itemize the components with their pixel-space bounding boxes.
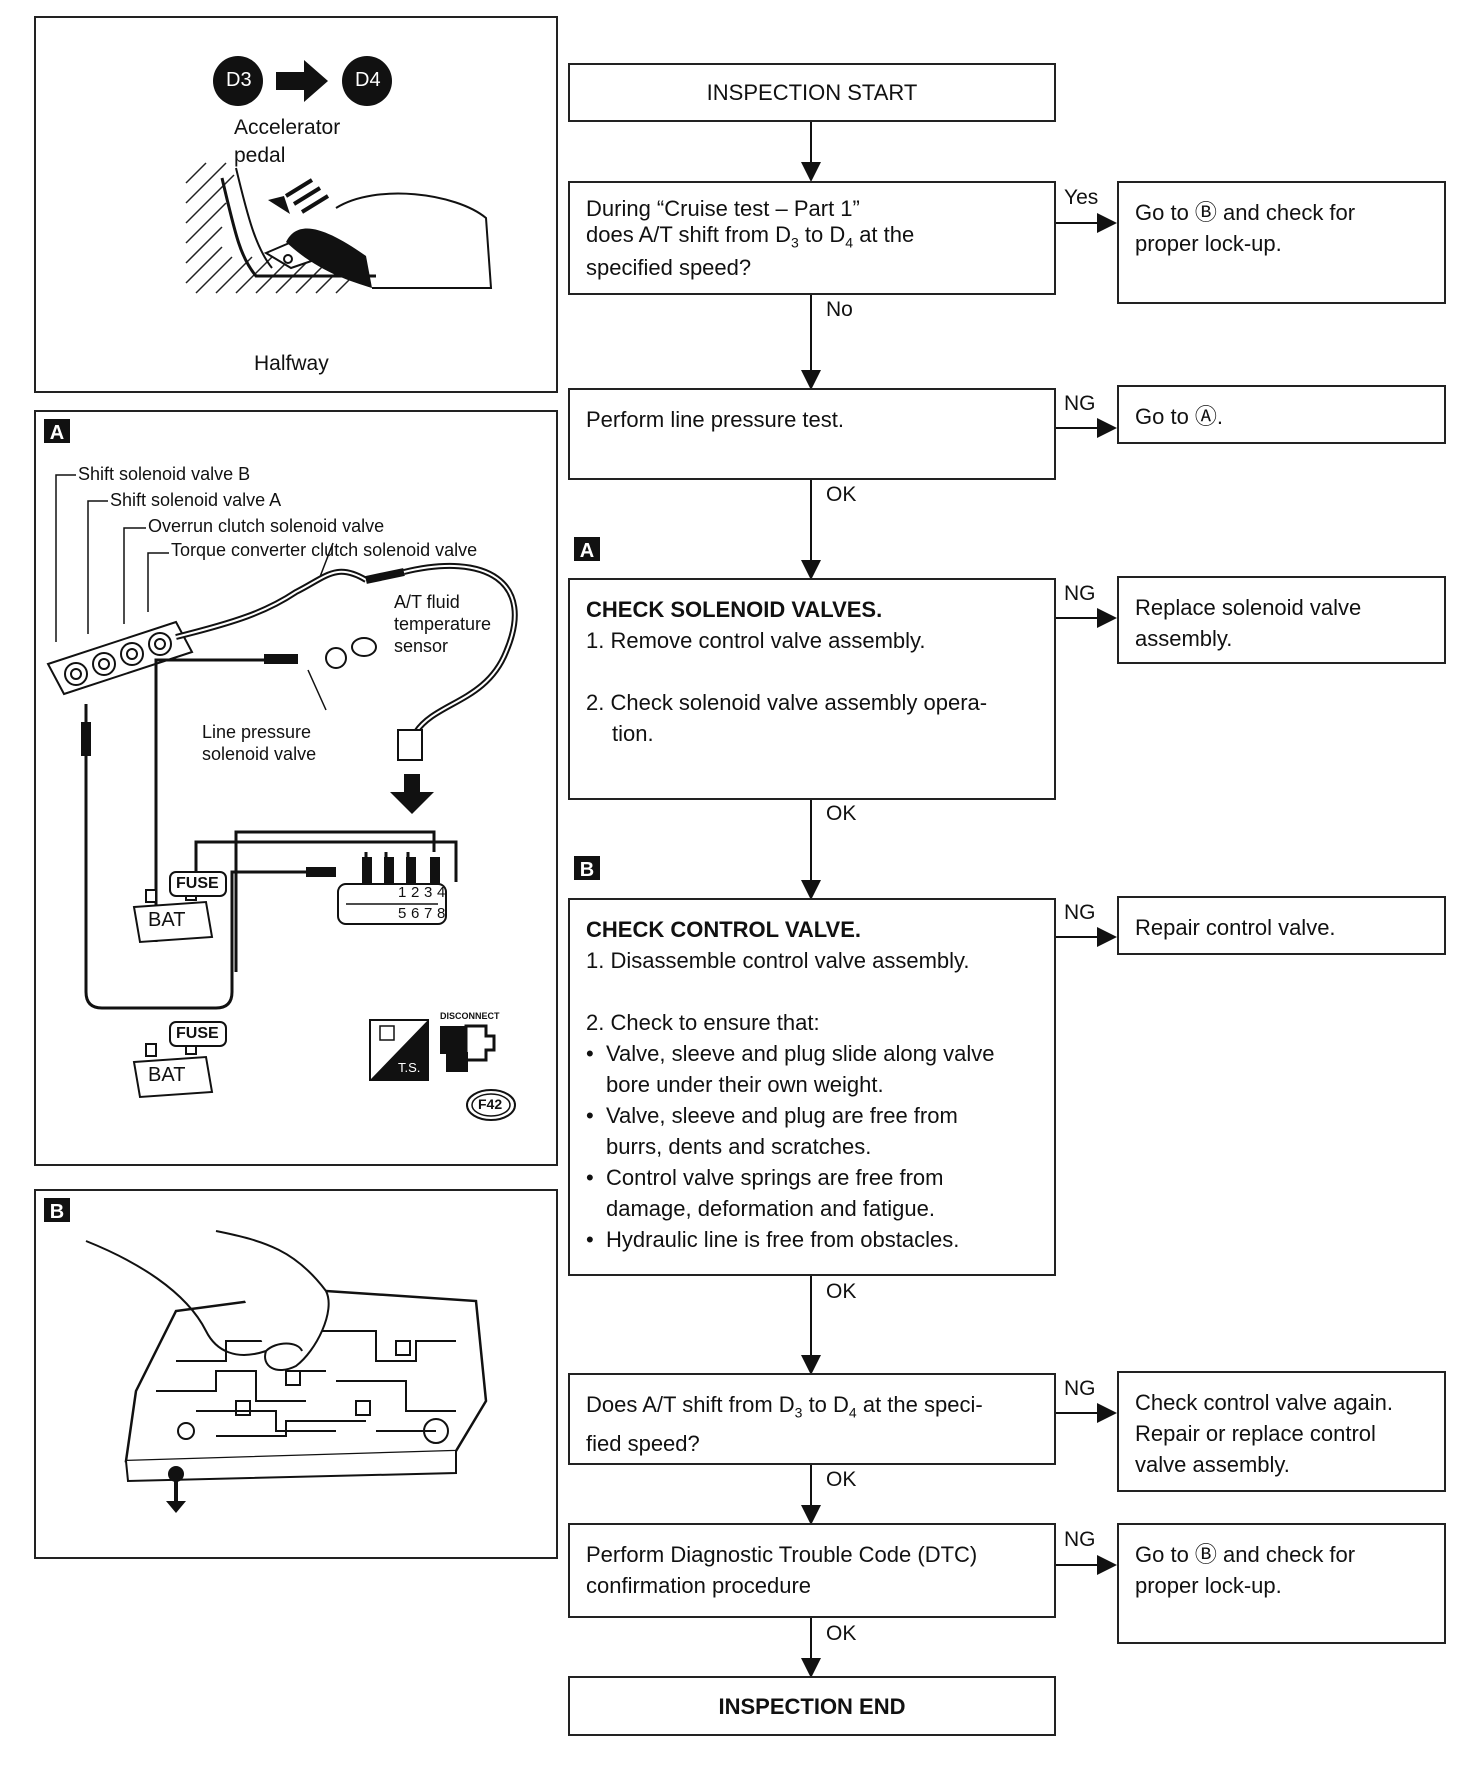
line-pressure-test-label: Perform line pressure test. [586,407,844,432]
connector-pin-1: 1 [398,884,407,901]
q2-ok-label: OK [826,1468,857,1491]
control-valve-check-4: Hydraulic line is free from obstacles. [586,1224,1038,1255]
q1-line-2: does A/T shift from D3 to D4 at the [586,222,915,251]
solenoid-step-2-cont: tion. [612,721,654,746]
line-pressure-label-2: solenoid valve [202,744,317,764]
battery-label-2: BAT [148,1064,186,1086]
solenoid-step-2: 2. Check solenoid valve assembly opera- [586,690,988,715]
dtc-line-2: confirmation procedure [586,1573,812,1598]
ts-label: T.S. [398,1060,421,1075]
d4-label: D4 [355,69,381,91]
q2-ng-label: NG [1064,1377,1096,1400]
dtc-ok-label: OK [826,1622,857,1645]
connector-pin-6: 6 [411,905,420,922]
cv-ng-result-label: Repair control valve. [1135,915,1336,940]
cv-ng-label: NG [1064,901,1096,924]
step-b-tag: B [574,856,600,881]
halfway-caption: Halfway [254,352,329,375]
sol-ng-result-line-1: Replace solenoid valve [1135,595,1362,620]
lp-ng-result-box: Go to Ⓐ. [1117,385,1446,444]
cv-ok-label: OK [826,1280,857,1303]
shift-solenoid-b-label: Shift solenoid valve B [78,464,251,484]
connector-pin-5: 5 [398,905,407,922]
sol-ng-result-line-2: assembly. [1135,626,1233,651]
q1-yes-result-line-2: proper lock-up. [1135,231,1282,256]
q1-yes-label: Yes [1064,186,1099,209]
disconnect-label: DISCONNECT [440,1011,500,1021]
step-a-tag: A [574,537,600,562]
line-pressure-label-1: Line pressure [202,722,312,742]
dtc-ng-label: NG [1064,1528,1096,1551]
panel-a-tag: A [44,419,70,444]
q2-ng-result-line-2: Repair or replace control [1135,1421,1376,1446]
dtc-line-1: Perform Diagnostic Trouble Code (DTC) [586,1542,978,1567]
shift-speed-question-box: Does A/T shift from D3 to D4 at the spec… [568,1373,1056,1465]
connector-pin-2: 2 [411,884,420,901]
dtc-ng-result-line-1: Go to Ⓑ and check for [1135,1542,1356,1567]
battery-label-1: BAT [148,909,186,931]
accelerator-label: Accelerator [234,116,341,139]
check-control-valve-title: CHECK CONTROL VALVE. [586,917,862,942]
q2-ng-result-line-1: Check control valve again. [1135,1390,1394,1415]
check-solenoid-valves-box: CHECK SOLENOID VALVES. 1. Remove control… [568,578,1056,800]
line-pressure-test-box: Perform line pressure test. [568,388,1056,480]
inspection-end-box: INSPECTION END [568,1676,1056,1736]
fluid-sensor-label-1: A/T fluid [394,592,460,612]
overrun-clutch-label: Overrun clutch solenoid valve [148,516,385,536]
wiring-figure-panel: A [34,410,558,1166]
q2-ng-result-box: Check control valve again. Repair or rep… [1117,1371,1446,1492]
lp-ok-label: OK [826,483,857,506]
shift-solenoid-a-label: Shift solenoid valve A [110,490,282,510]
control-valve-illustration [85,1230,488,1513]
q1-line-3: specified speed? [586,255,752,281]
lp-ng-result-label: Go to Ⓐ. [1135,404,1224,429]
d3-label: D3 [226,69,252,91]
fluid-sensor-label-2: temperature [394,614,492,634]
control-valve-step-2: 2. Check to ensure that: [586,1010,820,1035]
dtc-confirmation-box: Perform Diagnostic Trouble Code (DTC) co… [568,1523,1056,1618]
q1-yes-result-line-1: Go to Ⓑ and check for [1135,200,1356,225]
accelerator-figure [185,56,493,294]
inspection-end-label: INSPECTION END [718,1693,906,1719]
lp-ng-label: NG [1064,392,1096,415]
control-valve-step-1: 1. Disassemble control valve assembly. [586,948,970,973]
check-control-valve-box: CHECK CONTROL VALVE. 1. Disassemble cont… [568,898,1056,1276]
sol-ng-result-box: Replace solenoid valve assembly. [1117,576,1446,664]
control-valve-check-2: Valve, sleeve and plug are free fromburr… [586,1100,1038,1162]
dtc-ng-result-box: Go to Ⓑ and check for proper lock-up. [1117,1523,1446,1644]
panel-b-tag: B [44,1198,70,1223]
connector-pin-4: 4 [437,884,446,901]
q2-ng-result-line-3: valve assembly. [1135,1452,1290,1477]
q2-line-1: Does A/T shift from D3 to D4 at the spec… [586,1392,983,1421]
connector-pin-7: 7 [424,905,433,922]
fuse-label-1: FUSE [176,875,219,892]
sol-ng-label: NG [1064,582,1096,605]
pedal-label: pedal [234,144,286,167]
dtc-ng-result-line-2: proper lock-up. [1135,1573,1282,1598]
solenoid-wiring-diagram [46,474,518,1121]
control-valve-figure-panel: B [34,1189,558,1559]
cv-ng-result-box: Repair control valve. [1117,896,1446,955]
cruise-test-question-box: During “Cruise test – Part 1” does A/T s… [568,181,1056,295]
tcc-solenoid-label: Torque converter clutch solenoid valve [171,540,478,560]
q2-line-2: fied speed? [586,1431,700,1457]
fluid-sensor-label-3: sensor [394,636,449,656]
solenoid-step-1: 1. Remove control valve assembly. [586,628,926,653]
sol-ok-label: OK [826,802,857,825]
connector-pin-8: 8 [437,905,446,922]
control-valve-check-3: Control valve springs are free fromdamag… [586,1162,1038,1224]
inspection-start-box: INSPECTION START [568,63,1056,122]
inspection-start-label: INSPECTION START [706,80,918,105]
check-solenoid-title: CHECK SOLENOID VALVES. [586,597,883,622]
connector-pin-3: 3 [424,884,433,901]
q1-line-1: During “Cruise test – Part 1” [586,196,860,221]
q1-no-label: No [826,298,853,321]
connector-id-label: F42 [478,1096,503,1112]
fuse-label-2: FUSE [176,1025,219,1042]
q1-yes-result-box: Go to Ⓑ and check for proper lock-up. [1117,181,1446,304]
accelerator-figure-panel: D3 D4 Accelerator pedal Halfway [34,16,558,393]
control-valve-check-1: Valve, sleeve and plug slide along valve… [586,1038,1038,1100]
shift-arrow-icon [276,60,328,102]
